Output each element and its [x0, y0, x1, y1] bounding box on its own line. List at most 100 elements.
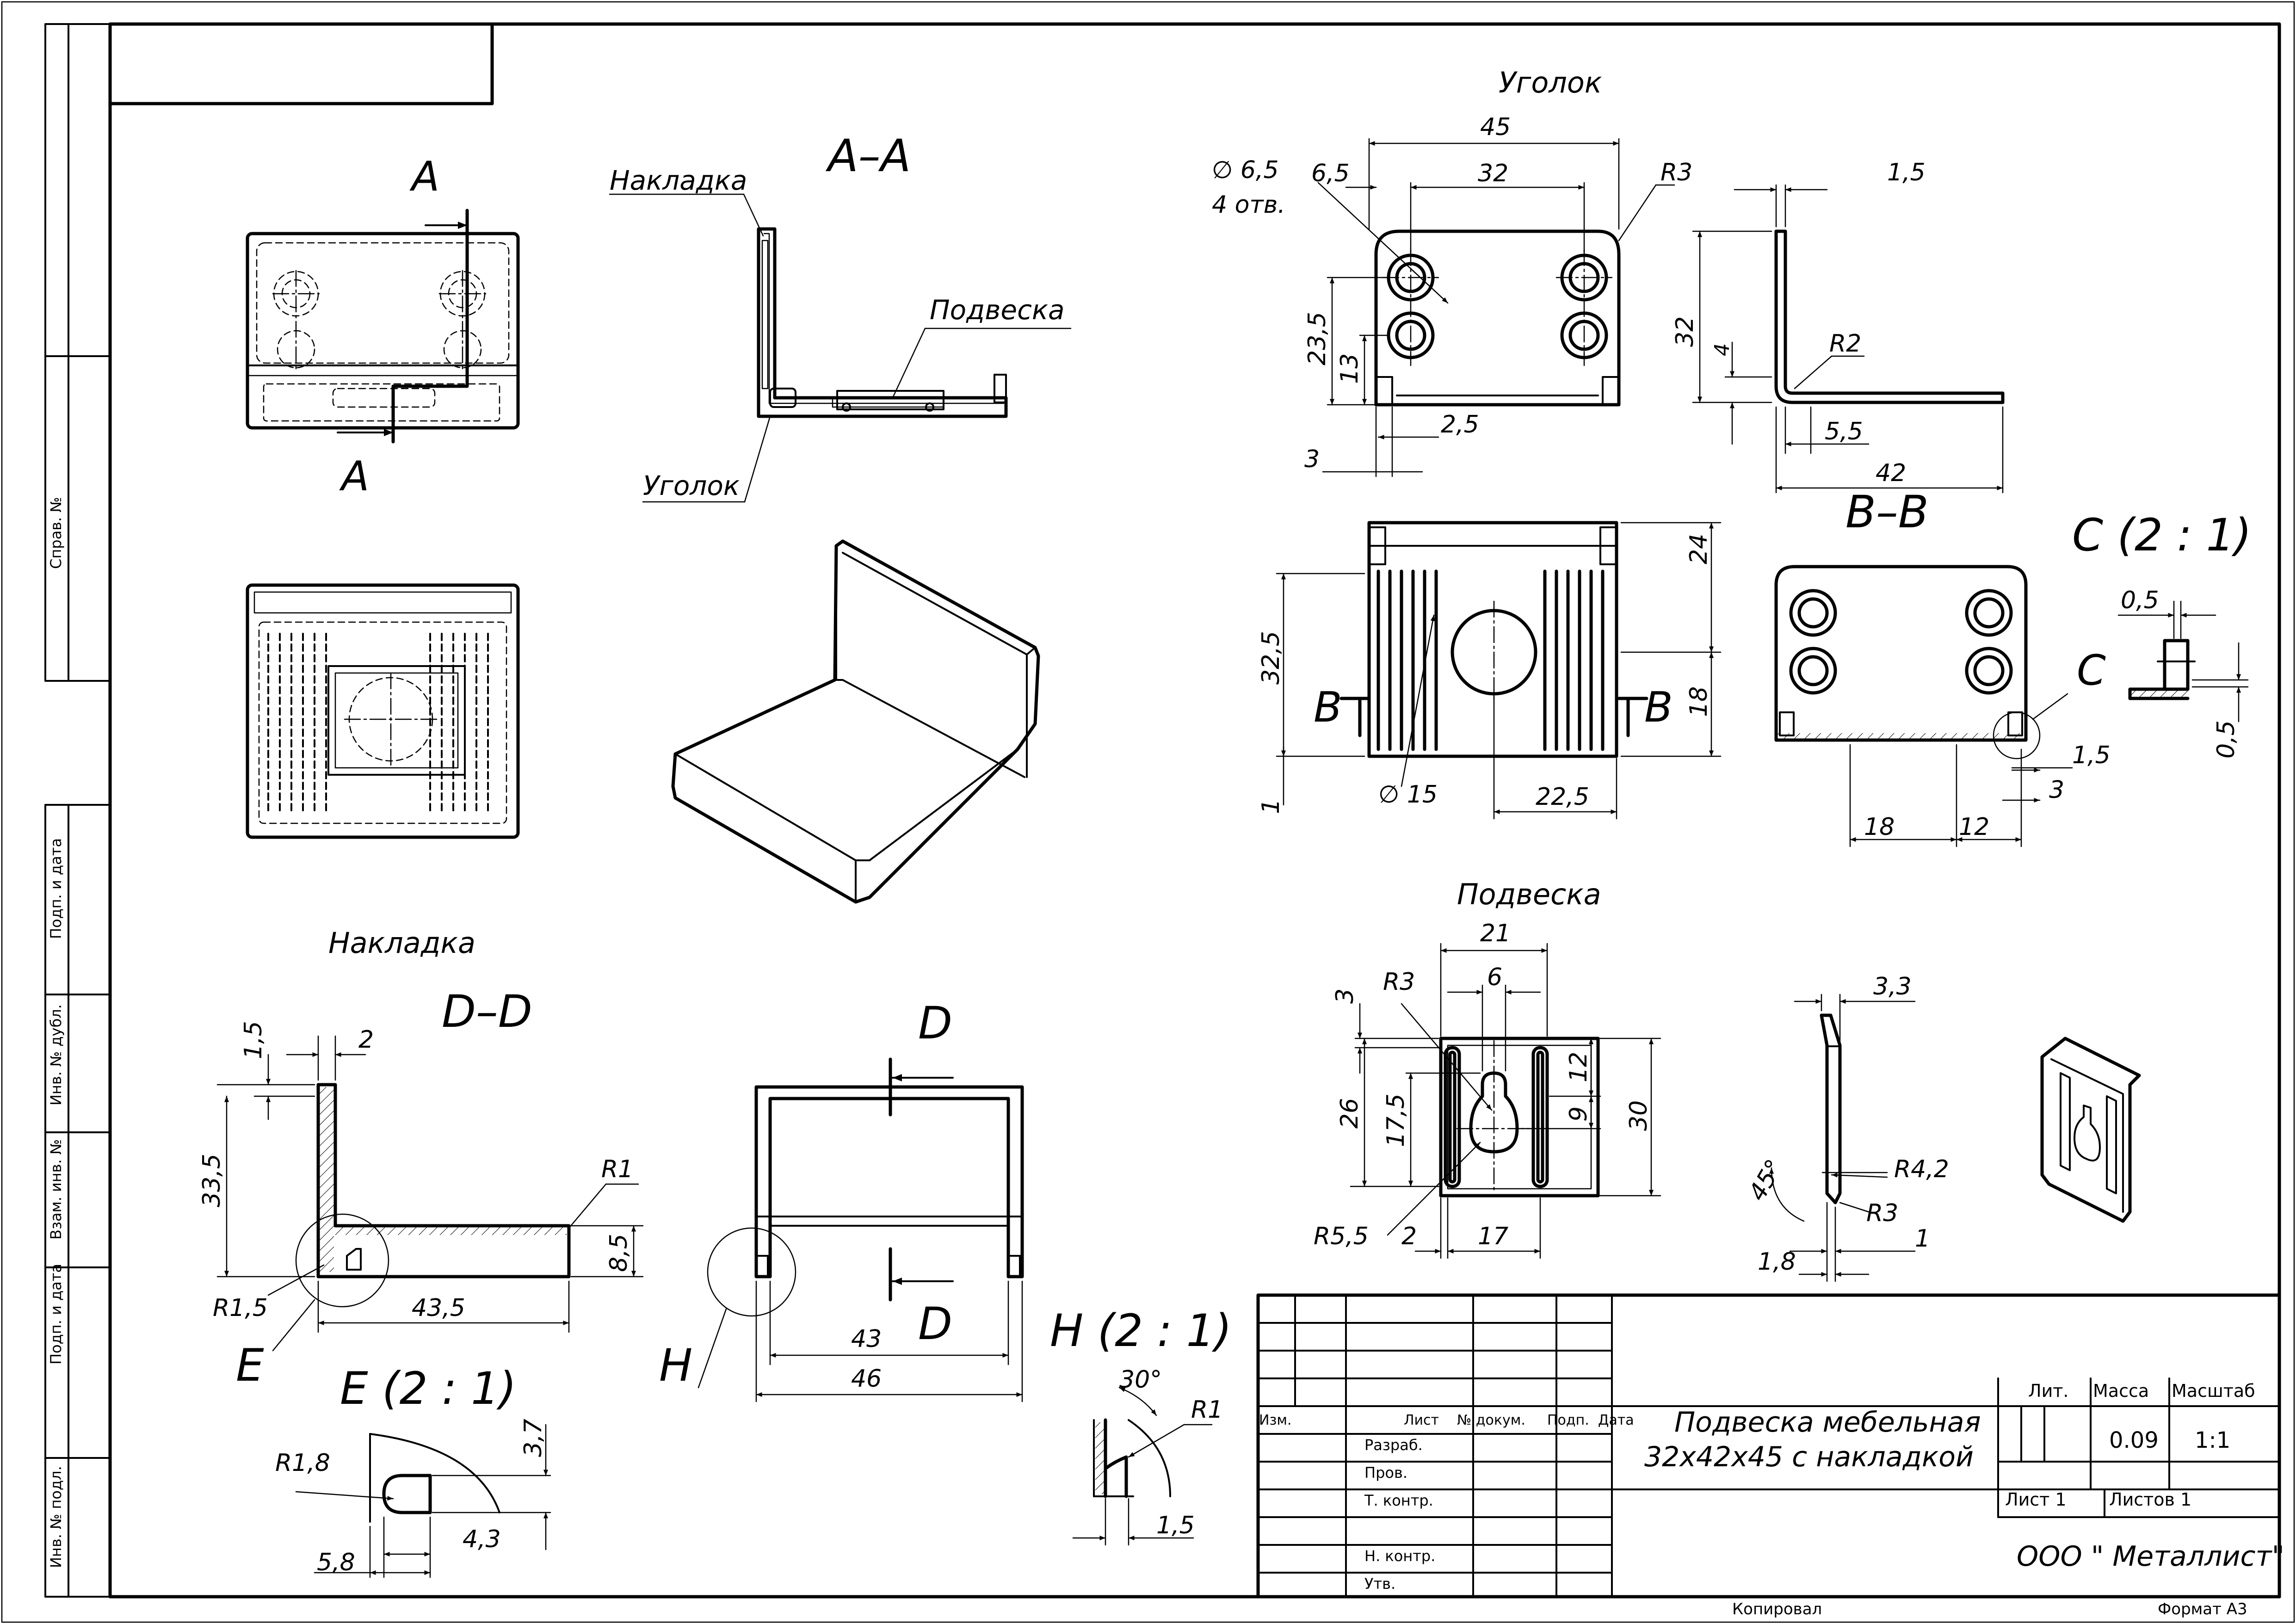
detail-e-title: E (2 : 1): [340, 1363, 517, 1414]
sidebar-inv-dubl: Инв. № дубл.: [47, 1004, 65, 1105]
dim-32-5: 32,5: [1257, 631, 1285, 685]
dim-6-5: 6,5: [1311, 160, 1350, 187]
dim-c-1-5: 1,5: [2072, 741, 2111, 769]
tb-rev-list: Лист: [1404, 1412, 1439, 1428]
dim-detail-c-0-5-side: 0,5: [2212, 720, 2240, 759]
dim-3: 3: [1304, 445, 1320, 473]
detail-h-marker: H: [659, 1340, 692, 1391]
dim-side-1-5: 1,5: [1887, 159, 1926, 186]
isometric-view: [671, 539, 1040, 904]
dim-r3: R3: [1660, 159, 1692, 186]
section-bb-view: B–B C 18 12 1,5 3: [1774, 486, 2111, 847]
sidebar-sprav: Справ. №: [47, 497, 65, 569]
detail-h-view: H (2 : 1) 30° R1 1,5: [1050, 1305, 1232, 1546]
label-nakladka-callout: Накладка: [610, 165, 747, 196]
dim-dd-33-5: 33,5: [198, 1154, 226, 1207]
ugolok-front-view: Уголок: [1212, 66, 1692, 477]
tb-company: ООО " Металлист": [2017, 1540, 2284, 1573]
dim-1: 1: [1257, 799, 1285, 814]
tb-rev-izm: Изм.: [1259, 1412, 1292, 1428]
tb-sheets: Листов 1: [2109, 1489, 2191, 1510]
dim-p-9: 9: [1565, 1106, 1592, 1122]
podveska-isometric: [2040, 1037, 2141, 1223]
dim-side-r2: R2: [1829, 330, 1861, 358]
dim-dd-43-5: 43,5: [412, 1294, 465, 1322]
dim-dd-2: 2: [358, 1026, 374, 1054]
section-a-marker-bottom: A: [339, 452, 369, 500]
dim-side-5-5: 5,5: [1825, 418, 1863, 445]
dim-side-32: 32: [1671, 316, 1699, 347]
detail-e-view: E (2 : 1) R1,8 3,7 4,3 5,8: [275, 1363, 551, 1578]
tb-scale-value: 1:1: [2195, 1427, 2230, 1453]
detail-h-title: H (2 : 1): [1050, 1305, 1232, 1357]
dim-p-1: 1: [1915, 1225, 1930, 1253]
dim-h-1-5: 1,5: [1156, 1512, 1195, 1539]
tb-designation-line2: 32x42x45 с накладкой: [1644, 1441, 1974, 1473]
label-podveska-callout: Подвеска: [930, 294, 1065, 326]
dim-p-3: 3: [1331, 988, 1359, 1004]
nakladka-front-view: H D D 43 46: [659, 997, 1024, 1402]
dim-p-45: 45°: [1743, 1155, 1789, 1206]
ugolok-title: Уголок: [1499, 66, 1602, 99]
tb-copied: Копировал: [1732, 1600, 1822, 1618]
sidebar-podp-data-2: Подп. и дата: [47, 1264, 65, 1365]
dim-13: 13: [1336, 353, 1364, 384]
dim-side-42: 42: [1876, 459, 1906, 487]
assembly-top-view: A A: [246, 153, 520, 500]
tb-prov: Пров.: [1364, 1464, 1407, 1482]
dim-h-30: 30°: [1119, 1366, 1162, 1394]
section-b-marker-left: B: [1314, 683, 1342, 732]
sidebar-inv-podl: Инв. № подл.: [47, 1466, 65, 1568]
assembly-bottom-view: [246, 583, 520, 839]
dim-p-r4-2: R4,2: [1894, 1155, 1949, 1183]
section-d-marker-bottom: D: [918, 1298, 952, 1350]
dim-p-21: 21: [1480, 920, 1511, 947]
tb-utv: Утв.: [1364, 1575, 1395, 1593]
sidebar-podp-data-1: Подп. и дата: [47, 838, 65, 939]
tb-rev-date: Дата: [1598, 1412, 1634, 1428]
tb-format: Формат A3: [2158, 1600, 2247, 1618]
dim-2-5: 2,5: [1441, 411, 1479, 438]
dim-front-46: 46: [851, 1365, 882, 1393]
dim-p-r3b: R3: [1866, 1199, 1898, 1227]
dim-e-4-3: 4,3: [463, 1525, 501, 1553]
nakladka-section-dd: Накладка D–D E 1,5 2 33,5 R1 8,5: [198, 926, 644, 1391]
detail-c-title: C (2 : 1): [2072, 509, 2252, 561]
dim-45: 45: [1480, 113, 1511, 141]
tb-sheet: Лист 1: [2005, 1489, 2067, 1510]
dim-h-r1: R1: [1191, 1396, 1223, 1424]
tb-nkontr: Н. контр.: [1364, 1547, 1435, 1565]
dim-hole-dia: ∅ 6,5: [1212, 156, 1279, 184]
podveska-front-view: Подвеска: [1314, 877, 1661, 1259]
dim-p-3-3: 3,3: [1873, 973, 1912, 1000]
dim-p-30: 30: [1625, 1100, 1653, 1131]
section-aa-view: A–A Накладка Подвеска Уголок: [609, 130, 1072, 503]
tb-mass-value: 0.09: [2109, 1427, 2159, 1453]
dim-side-4: 4: [1710, 343, 1734, 356]
dim-p-6: 6: [1487, 963, 1502, 991]
tb-tkontr: Т. контр.: [1364, 1492, 1433, 1509]
dim-c-3: 3: [2049, 776, 2064, 804]
dim-p-2: 2: [1401, 1223, 1417, 1250]
dim-p-17-5: 17,5: [1382, 1093, 1410, 1147]
dim-p-17: 17: [1478, 1223, 1508, 1250]
ugolok-bottom-view: B B 32,5 1 24 18 ∅ 15 22,5: [1257, 521, 1722, 820]
detail-c-marker: C: [2077, 646, 2106, 695]
dim-p-r3: R3: [1383, 968, 1415, 996]
dim-dia-15: ∅ 15: [1378, 781, 1438, 809]
label-ugolok-callout: Уголок: [643, 470, 740, 501]
detail-e-marker: E: [236, 1340, 264, 1391]
section-bb-title: B–B: [1845, 486, 1929, 538]
dim-e-3-7: 3,7: [519, 1419, 547, 1457]
dim-dd-r1-5: R1,5: [213, 1294, 268, 1322]
dim-23-5: 23,5: [1303, 312, 1331, 365]
detail-c-view: C (2 : 1) 0,5 0,5: [2072, 509, 2252, 759]
dim-p-12: 12: [1565, 1052, 1592, 1082]
dim-24: 24: [1685, 534, 1713, 564]
dim-front-43: 43: [851, 1325, 882, 1353]
nakladka-title: Накладка: [328, 926, 475, 960]
ugolok-side-view: 1,5 32 4 R2 5,5 42: [1671, 159, 2005, 494]
dim-c-18: 18: [1864, 813, 1895, 841]
dim-p-1-8: 1,8: [1758, 1248, 1796, 1276]
